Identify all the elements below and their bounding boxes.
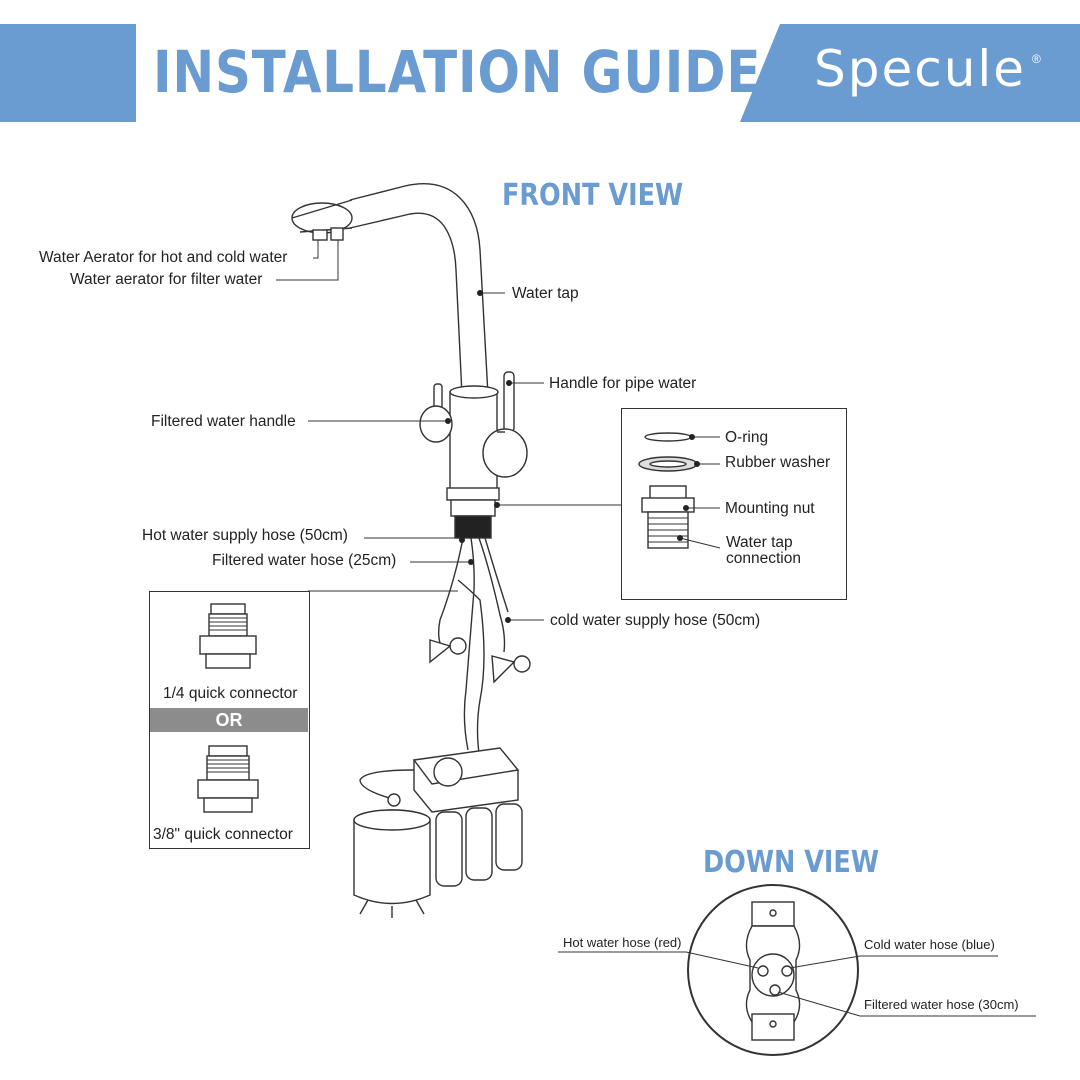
label-aerator-hot-cold: Water Aerator for hot and cold water xyxy=(39,249,288,266)
or-divider: OR xyxy=(150,708,308,732)
angle-valves xyxy=(429,637,531,684)
label-mounting-nut: Mounting nut xyxy=(725,500,815,517)
label-cold-hose-blue: Cold water hose (blue) xyxy=(864,937,995,952)
ro-filter-system xyxy=(353,747,523,918)
down-view-drawing xyxy=(558,884,1036,1056)
supply-hoses xyxy=(437,537,509,761)
label-tap-connection-line2: connection xyxy=(726,550,801,567)
parts-drawings xyxy=(638,432,698,549)
label-filtered-hose: Filtered water hose (25cm) xyxy=(212,552,397,569)
leader-lines xyxy=(276,240,721,623)
label-handle-pipe: Handle for pipe water xyxy=(549,375,697,392)
label-filtered-handle: Filtered water handle xyxy=(151,413,296,430)
label-hot-hose: Hot water supply hose (50cm) xyxy=(142,527,348,544)
front-view-title: FRONT VIEW xyxy=(502,178,684,213)
label-three-eighths-connector: 3/8" quick connector xyxy=(153,826,293,843)
header-banner-left xyxy=(0,24,136,122)
label-hot-hose-red: Hot water hose (red) xyxy=(563,935,682,950)
label-quarter-connector: 1/4 quick connector xyxy=(163,685,298,702)
quick-connector-three-eighths xyxy=(197,745,259,813)
label-water-tap: Water tap xyxy=(512,285,579,302)
label-cold-hose: cold water supply hose (50cm) xyxy=(550,612,761,629)
registered-mark: ® xyxy=(1032,52,1041,66)
label-rubber-washer: Rubber washer xyxy=(725,454,831,471)
label-tap-connection-line1: Water tap xyxy=(726,534,793,551)
page-title: INSTALLATION GUIDE xyxy=(153,38,762,106)
faucet-body xyxy=(446,385,500,539)
down-view-title: DOWN VIEW xyxy=(703,845,879,880)
label-filtered-hose-down: Filtered water hose (30cm) xyxy=(864,997,1019,1012)
brand-logo: Specule xyxy=(814,40,1027,98)
label-oring: O-ring xyxy=(725,429,769,446)
brand-banner-shape xyxy=(740,24,1080,122)
faucet-spout xyxy=(291,183,489,396)
pipe-water-handle xyxy=(482,371,528,478)
filtered-water-handle xyxy=(419,383,453,443)
quick-connector-quarter xyxy=(199,603,257,669)
label-aerator-filter: Water aerator for filter water xyxy=(70,271,263,288)
brand-banner: Specule ® xyxy=(740,24,1080,122)
